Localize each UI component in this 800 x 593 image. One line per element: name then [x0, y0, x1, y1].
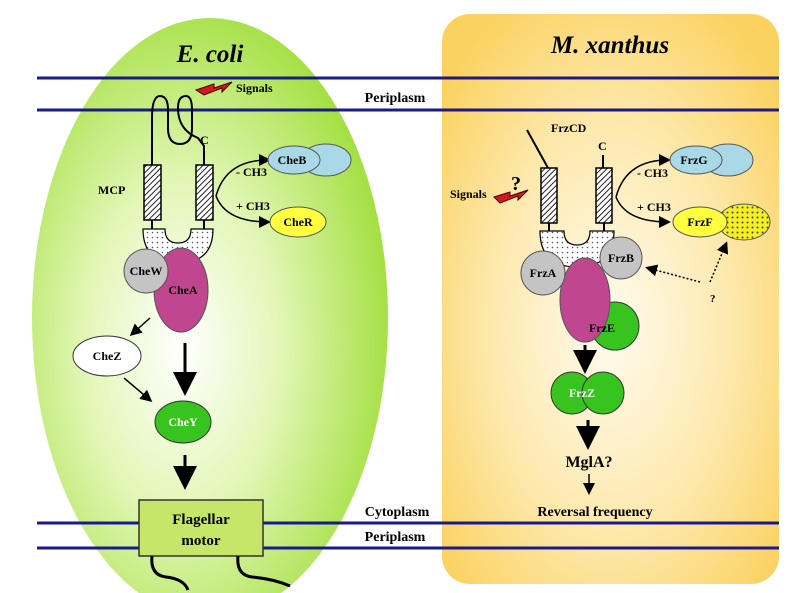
chez-protein	[72, 335, 142, 377]
cheb-protein	[267, 143, 352, 177]
cher-label: CheR	[283, 215, 313, 229]
ecoli-minus-ch3: - CH3	[236, 165, 267, 179]
xanthus-c-label: C	[598, 139, 607, 153]
frzb-label: FrzB	[608, 251, 634, 265]
frzz-label: FrzZ	[569, 386, 595, 400]
unknown-link-question: ?	[710, 293, 716, 305]
frzf-label: FrzF	[687, 215, 712, 229]
frzz-protein	[550, 371, 625, 415]
frzcd-helix-right	[595, 167, 613, 224]
flagellum-left	[150, 555, 190, 591]
ecoli-title: E. coli	[176, 41, 244, 68]
frzf-dotted-arrow	[709, 241, 729, 283]
mgla-label: MglA?	[565, 454, 612, 471]
frzcd-kinase-domain	[559, 257, 611, 343]
reversal-frequency-label: Reversal frequency	[537, 505, 652, 520]
frze-label: FrzE	[589, 321, 615, 335]
outer-membrane	[37, 76, 779, 112]
frzg-label: FrzG	[680, 153, 707, 167]
chez-label: CheZ	[93, 349, 122, 363]
ecoli-plus-ch3: + CH3	[236, 199, 270, 213]
cheb-label: CheB	[278, 153, 307, 167]
frzb-protein	[599, 236, 643, 280]
chea-label: CheA	[168, 283, 198, 297]
xanthus-signals-label: Signals	[450, 187, 487, 201]
ecoli-signals-label: Signals	[236, 81, 273, 95]
chey-label: CheY	[168, 415, 198, 429]
periplasm-top-label: Periplasm	[365, 91, 426, 106]
xanthus-title: M. xanthus	[550, 32, 669, 59]
xanthus-minus-ch3: - CH3	[637, 166, 668, 180]
frzg-protein	[669, 143, 754, 177]
chew-protein	[123, 248, 169, 294]
frza-label: FrzA	[530, 266, 557, 280]
signal-lightning-icon	[194, 81, 233, 96]
chey-protein	[154, 400, 212, 444]
mcp-periplasmic-loop	[151, 94, 205, 176]
frzcd-label: FrzCD	[551, 121, 587, 135]
frzb-dotted-arrow	[645, 264, 701, 283]
motor-label-line1: Flagellar	[172, 512, 230, 528]
xanthus-signal-lightning-icon	[493, 189, 529, 204]
frzcd-helix-left	[540, 167, 558, 224]
mcp-tm-helix-right	[195, 164, 214, 221]
ecoli-c-label: C	[200, 133, 209, 147]
mcp-tm-helix-left	[143, 164, 162, 221]
chew-label: CheW	[130, 264, 163, 278]
cher-protein	[269, 206, 327, 238]
periplasm-bottom-label: Periplasm	[365, 530, 426, 545]
xanthus-signal-question: ?	[511, 173, 521, 195]
cytoplasm-label: Cytoplasm	[365, 505, 430, 520]
frzf-protein	[672, 203, 771, 241]
flagellum-right	[236, 555, 291, 588]
xanthus-cell	[442, 14, 779, 584]
mcp-label: MCP	[98, 183, 125, 197]
motor-label-line2: motor	[181, 533, 220, 549]
xanthus-plus-ch3: + CH3	[637, 200, 671, 214]
frza-protein	[520, 250, 566, 296]
flagellar-motor	[138, 499, 264, 557]
